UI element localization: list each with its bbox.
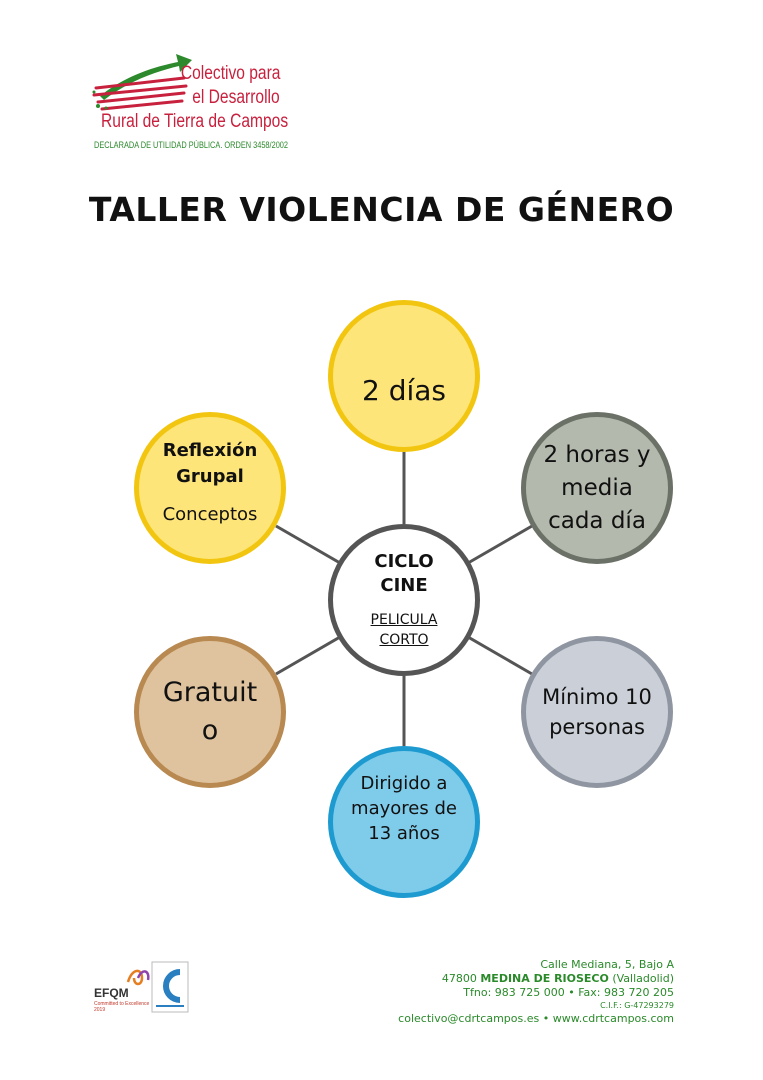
logo-subtitle: DECLARADA DE UTILIDAD PÚBLICA. ORDEN 345… (94, 140, 289, 150)
logo-text-line2: el Desarrollo (192, 87, 280, 108)
center-title: CICLO CINE (374, 551, 434, 596)
node-target-audience: Dirigido a mayores de 13 años (328, 746, 480, 898)
page-title: TALLER VIOLENCIA DE GÉNERO (88, 190, 675, 229)
node-group-reflection-sub: Conceptos (162, 504, 258, 525)
efqm-sublabel: Committed to Excellence 2019 (94, 1001, 150, 1013)
address-street: Calle Mediana, 5, Bajo A (540, 958, 674, 971)
node-center-cine: CICLO CINE PELICULA CORTO (328, 524, 480, 676)
logo-text-line3: Rural de Tierra de Campos (100, 111, 288, 132)
address-cif: C.I.F.: G-47293279 (600, 1001, 674, 1010)
address-city-line: 47800 MEDINA DE RIOSECO (Valladolid) (441, 972, 674, 985)
node-minimum-people: Mínimo 10 personas (521, 636, 673, 788)
node-free: Gratuito (134, 636, 286, 788)
efqm-emblem-icon (126, 961, 189, 1013)
node-minimum-people-text: Mínimo 10 personas (542, 685, 652, 739)
address-web[interactable]: colectivo@cdrtcampos.es • www.cdrtcampos… (398, 1012, 674, 1025)
address-phones: Tfno: 983 725 000 • Fax: 983 720 205 (463, 986, 674, 999)
node-group-reflection: Reflexión Grupal Conceptos (134, 412, 286, 564)
node-group-reflection-title: Reflexión Grupal (162, 440, 258, 487)
node-duration-days: 2 días (328, 300, 480, 452)
efqm-logo: EFQM Committed to Excellence 2019 (94, 960, 194, 1016)
node-target-audience-text: Dirigido a mayores de 13 años (351, 772, 457, 844)
node-hours-per-day: 2 horas y media cada día (521, 412, 673, 564)
logo-text-line1: Colectivo para (180, 63, 280, 84)
efqm-label: EFQM (94, 986, 129, 1000)
node-duration-days-text: 2 días (361, 374, 446, 407)
contact-address: Calle Mediana, 5, Bajo A 47800 MEDINA DE… (398, 958, 674, 1027)
organization-logo: Colectivo para el Desarrollo Rural de Ti… (88, 44, 298, 156)
center-subtitle: PELICULA CORTO (370, 612, 438, 648)
logo-emblem-icon (92, 54, 192, 111)
node-free-text: Gratuito (162, 677, 258, 746)
node-hours-per-day-text: 2 horas y media cada día (543, 441, 651, 534)
